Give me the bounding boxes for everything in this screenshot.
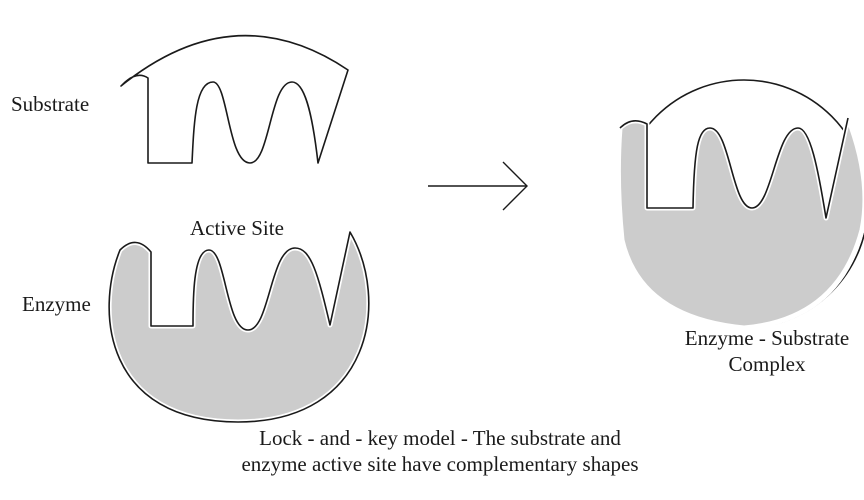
substrate-shape <box>120 34 349 164</box>
active-site-label: Active Site <box>190 216 284 240</box>
enzyme-label: Enzyme <box>22 292 91 316</box>
substrate-label: Substrate <box>11 92 90 116</box>
enzyme-outline <box>108 231 370 423</box>
complex-label: Enzyme - Substrate Complex <box>662 325 864 377</box>
complex-enzyme-outline <box>619 117 849 219</box>
reaction-arrow <box>428 161 528 211</box>
complex-label-line2: Complex <box>728 352 806 376</box>
complex-label-line1: Enzyme - Substrate <box>684 326 850 350</box>
figure-caption: Lock - and - key model - The substrate a… <box>160 425 720 477</box>
caption-line1: Lock - and - key model - The substrate a… <box>259 426 621 450</box>
caption-line2: enzyme active site have complementary sh… <box>241 452 639 476</box>
